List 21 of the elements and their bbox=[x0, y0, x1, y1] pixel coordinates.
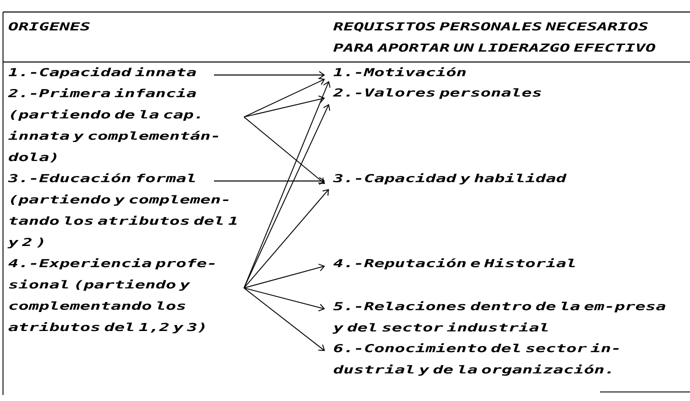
arrow bbox=[244, 188, 329, 288]
list-item: 2.-Valores personales bbox=[332, 88, 541, 99]
arrow bbox=[244, 95, 325, 118]
arrow bbox=[244, 288, 325, 312]
column-header: REQUISITOS PERSONALES NECESARIOS PARA APORTAR UN LIDERAZGO EFECTIVO bbox=[333, 22, 656, 52]
list-item: 5.-Relaciones dentro de la em-presa y del sector industrial bbox=[332, 301, 666, 334]
arrow bbox=[214, 177, 325, 185]
arrow bbox=[244, 116, 325, 184]
arrow bbox=[244, 288, 325, 351]
column-header: ORIGENES bbox=[8, 22, 90, 31]
list-item: 2.-Primera infancia (partiendo de la cap. innata y complementán-dola) bbox=[8, 88, 218, 162]
list-item: 4.-Experiencia profe-sional (partiendo y complementando los atributos del 1,2 y 3) bbox=[8, 258, 215, 334]
arrow bbox=[244, 78, 325, 118]
arrow bbox=[214, 71, 325, 79]
list-item: 1.-Capacidad innata bbox=[8, 67, 196, 78]
list-item: 6.-Conocimiento del sector in-dustrial y de la organización. bbox=[334, 343, 619, 376]
arrow bbox=[244, 264, 325, 288]
list-item: 3.-Educación formal (partiendo y complemen-tando los atributos del 1 y 2 ) bbox=[7, 173, 237, 248]
list-item: 3.-Capacidad y habilidad bbox=[332, 173, 567, 184]
list-item: 1.-Motivación bbox=[334, 67, 466, 76]
list-item: 4.-Reputación e Historial bbox=[333, 258, 575, 270]
